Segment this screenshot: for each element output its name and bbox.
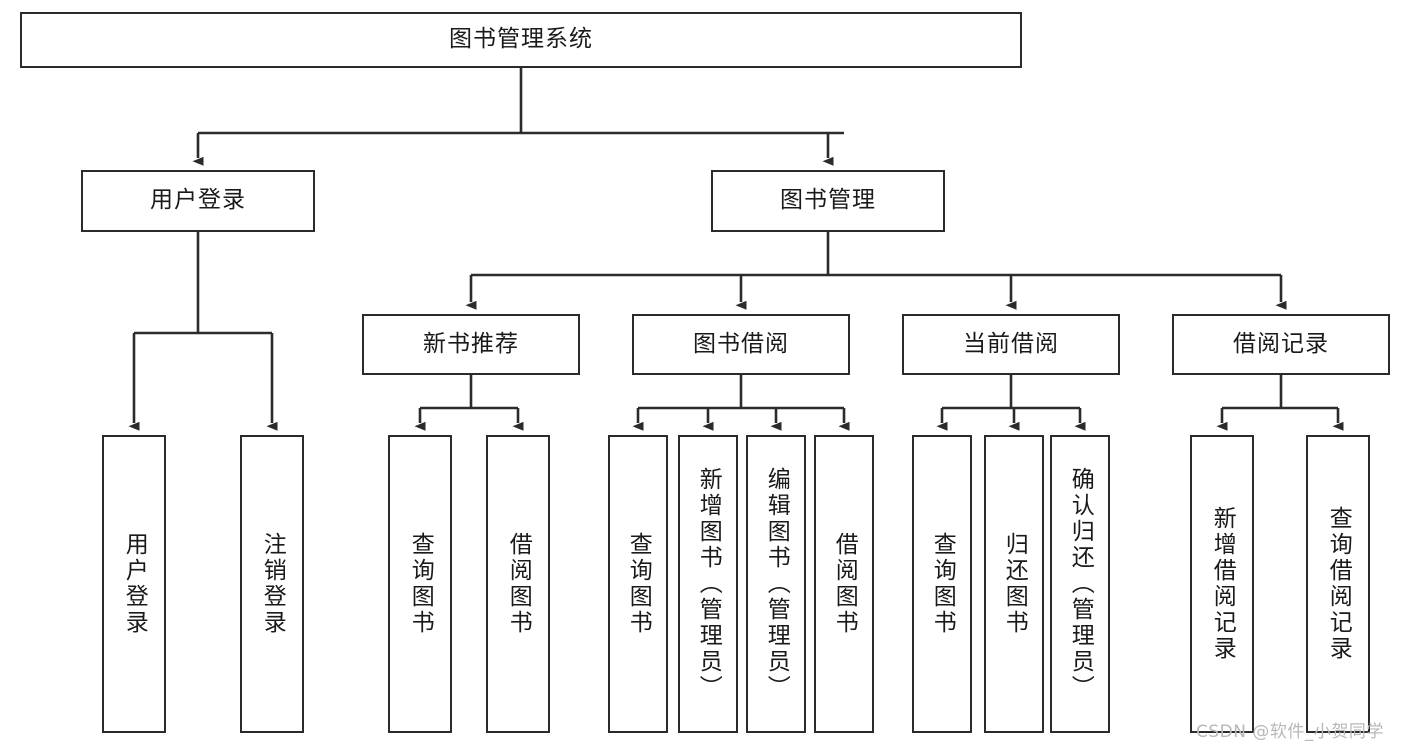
node-user-login-label: 用户登录 — [150, 187, 246, 214]
node-new-book-recommend[interactable]: 新书推荐 — [362, 314, 580, 375]
csdn-watermark: CSDN @软件_小贺同学 — [1196, 722, 1384, 742]
node-user-login[interactable]: 用户登录 — [81, 170, 315, 232]
node-leaf-query-book-2[interactable]: 查询图书 — [608, 435, 668, 733]
node-book-manage-label: 图书管理 — [780, 187, 876, 214]
node-leaf-user-logout[interactable]: 注销登录 — [240, 435, 304, 733]
node-leaf-edit-book-label: 编辑图书（管理员） — [763, 467, 790, 701]
node-current-borrow-label: 当前借阅 — [963, 330, 1059, 357]
node-leaf-borrow-book-1-label: 借阅图书 — [505, 532, 532, 636]
node-leaf-query-book-1-label: 查询图书 — [407, 532, 434, 636]
node-leaf-confirm-return-label: 确认归还（管理员） — [1067, 467, 1094, 701]
node-borrow-record[interactable]: 借阅记录 — [1172, 314, 1390, 375]
node-leaf-edit-book[interactable]: 编辑图书（管理员） — [746, 435, 806, 733]
node-root-label: 图书管理系统 — [449, 26, 593, 53]
node-leaf-borrow-book-2-label: 借阅图书 — [831, 532, 858, 636]
node-book-manage[interactable]: 图书管理 — [711, 170, 945, 232]
node-leaf-user-logout-label: 注销登录 — [259, 532, 286, 636]
node-current-borrow[interactable]: 当前借阅 — [902, 314, 1120, 375]
node-leaf-query-book-3[interactable]: 查询图书 — [912, 435, 972, 733]
node-leaf-user-login-label: 用户登录 — [121, 532, 148, 636]
node-leaf-add-record[interactable]: 新增借阅记录 — [1190, 435, 1254, 733]
node-leaf-borrow-book-2[interactable]: 借阅图书 — [814, 435, 874, 733]
node-leaf-query-book-1[interactable]: 查询图书 — [388, 435, 452, 733]
node-leaf-borrow-book-1[interactable]: 借阅图书 — [486, 435, 550, 733]
node-leaf-query-record[interactable]: 查询借阅记录 — [1306, 435, 1370, 733]
node-leaf-add-book[interactable]: 新增图书（管理员） — [678, 435, 738, 733]
node-new-book-recommend-label: 新书推荐 — [423, 330, 519, 357]
node-leaf-add-record-label: 新增借阅记录 — [1209, 506, 1236, 662]
node-leaf-query-book-2-label: 查询图书 — [625, 532, 652, 636]
node-borrow-record-label: 借阅记录 — [1233, 330, 1329, 357]
node-leaf-return-book[interactable]: 归还图书 — [984, 435, 1044, 733]
node-leaf-add-book-label: 新增图书（管理员） — [695, 467, 722, 701]
node-book-borrow-label: 图书借阅 — [693, 330, 789, 357]
node-book-borrow[interactable]: 图书借阅 — [632, 314, 850, 375]
node-leaf-query-book-3-label: 查询图书 — [929, 532, 956, 636]
node-leaf-confirm-return[interactable]: 确认归还（管理员） — [1050, 435, 1110, 733]
node-leaf-user-login[interactable]: 用户登录 — [102, 435, 166, 733]
node-root[interactable]: 图书管理系统 — [20, 12, 1022, 68]
node-leaf-query-record-label: 查询借阅记录 — [1325, 506, 1352, 662]
node-leaf-return-book-label: 归还图书 — [1001, 532, 1028, 636]
